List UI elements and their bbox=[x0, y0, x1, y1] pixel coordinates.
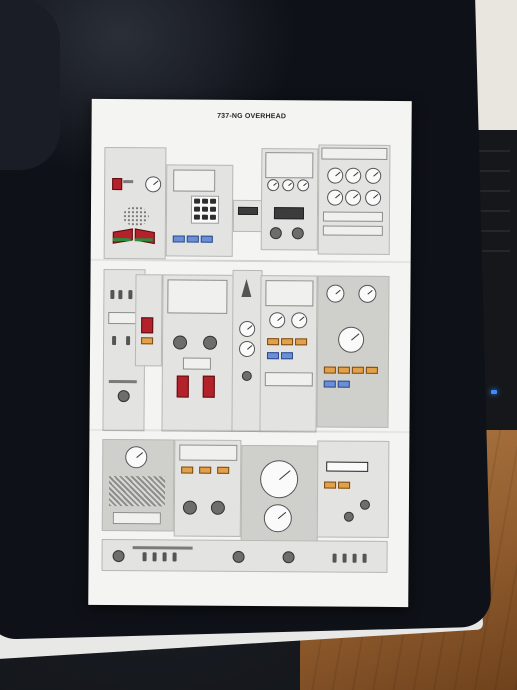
panel-top-left bbox=[103, 146, 167, 260]
panel-mid-left-2 bbox=[134, 274, 163, 367]
dark-object bbox=[0, 0, 60, 170]
panel-engine-start bbox=[240, 444, 319, 543]
panel-hydraulics bbox=[173, 439, 242, 537]
panel-top-right bbox=[317, 144, 391, 255]
poster-title: 737-NG OVERHEAD bbox=[217, 112, 287, 121]
panel-air bbox=[316, 275, 390, 428]
speaker-grille bbox=[122, 206, 150, 227]
panel-pressurization bbox=[259, 275, 318, 433]
panel-lower-left bbox=[101, 438, 175, 532]
panel-center-strip bbox=[231, 269, 263, 433]
panel-keypad bbox=[165, 164, 234, 257]
panel-fuel bbox=[161, 274, 235, 432]
panel-lower-right bbox=[316, 440, 390, 538]
panel-bottom-strip bbox=[101, 538, 388, 573]
panel-small bbox=[232, 199, 264, 233]
overhead-poster: 737-NG OVERHEAD bbox=[88, 98, 412, 608]
panel-top-center bbox=[260, 148, 319, 251]
power-led bbox=[491, 390, 497, 394]
